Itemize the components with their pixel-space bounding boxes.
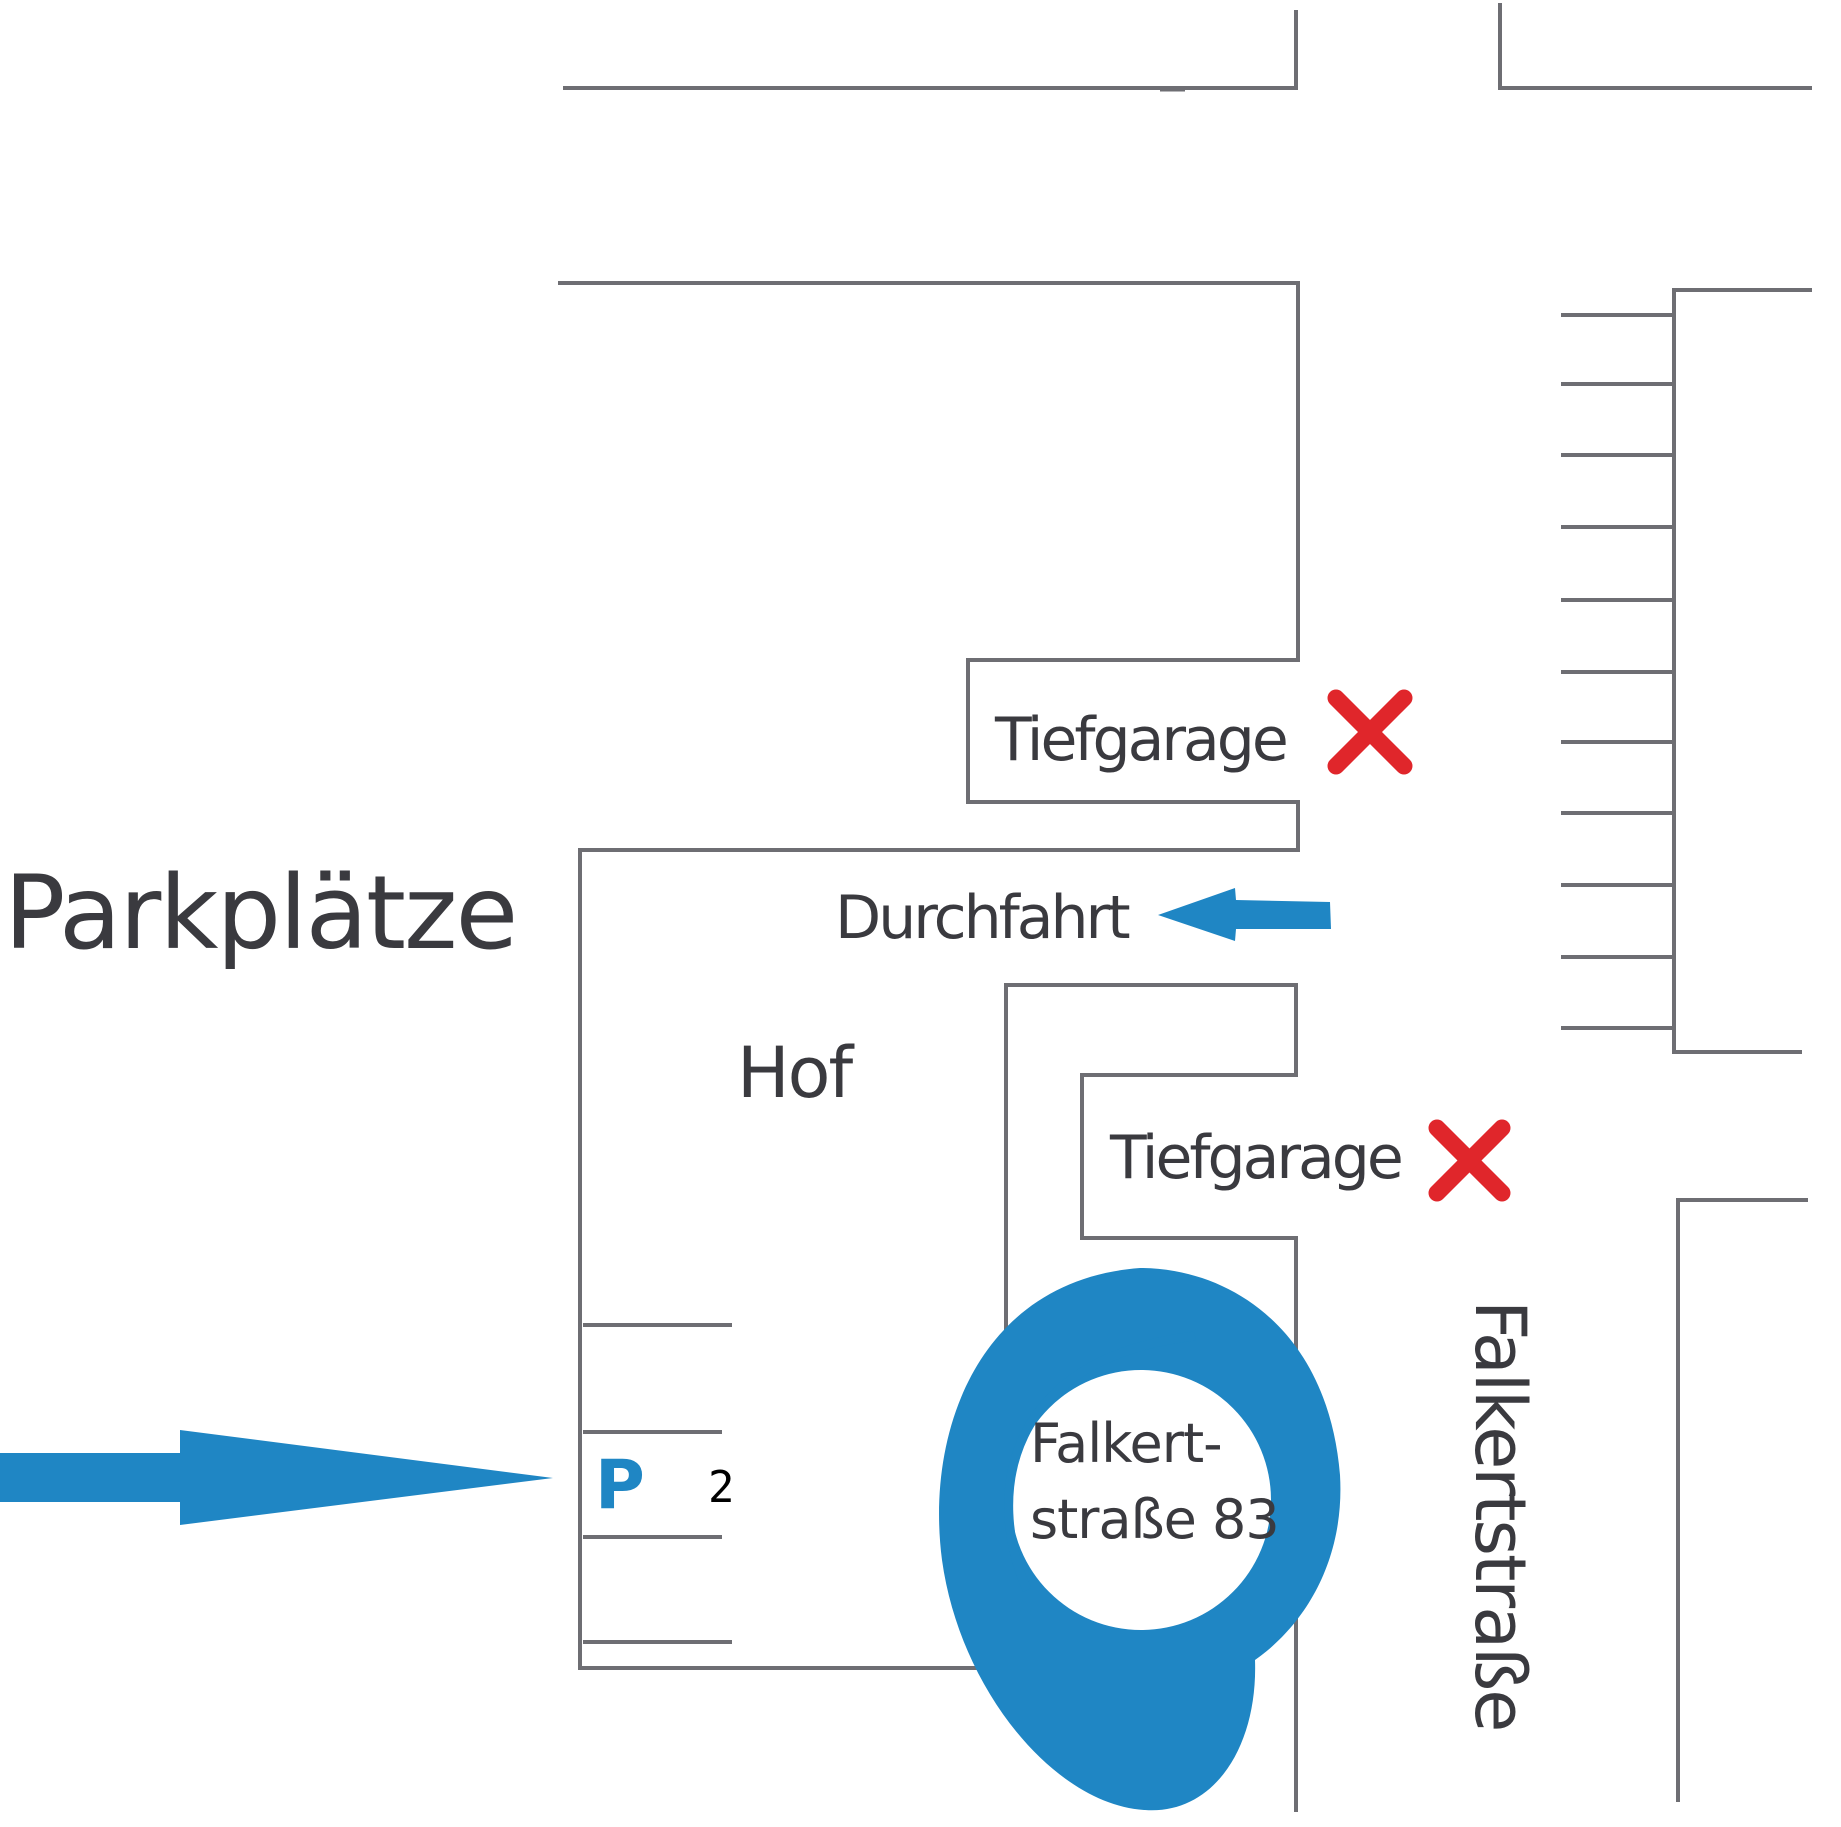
- underground-garage-label-1: Tiefgarage: [994, 705, 1286, 775]
- arrow-right-icon: [0, 1430, 553, 1525]
- address-line-2: straße 83: [1030, 1488, 1279, 1551]
- parking-count: 2: [708, 1462, 735, 1513]
- street-label: Falkertstraße: [1459, 1300, 1541, 1730]
- cross-icon: [1327, 689, 1413, 775]
- cross-icon: [1428, 1119, 1511, 1202]
- courtyard-label: Hof: [737, 1032, 854, 1114]
- passage-label: Durchfahrt: [835, 883, 1130, 953]
- top-buildings: [563, 3, 1812, 92]
- right-buildings: [1561, 288, 1812, 1802]
- address-line-1: Falkert-: [1030, 1412, 1222, 1475]
- parking-label: Parkplätze: [4, 854, 516, 973]
- arrow-left-icon: [1158, 888, 1331, 941]
- underground-garage-label-2: Tiefgarage: [1109, 1123, 1401, 1193]
- parking-symbol: P: [595, 1446, 645, 1525]
- location-pin-icon: [939, 1268, 1341, 1811]
